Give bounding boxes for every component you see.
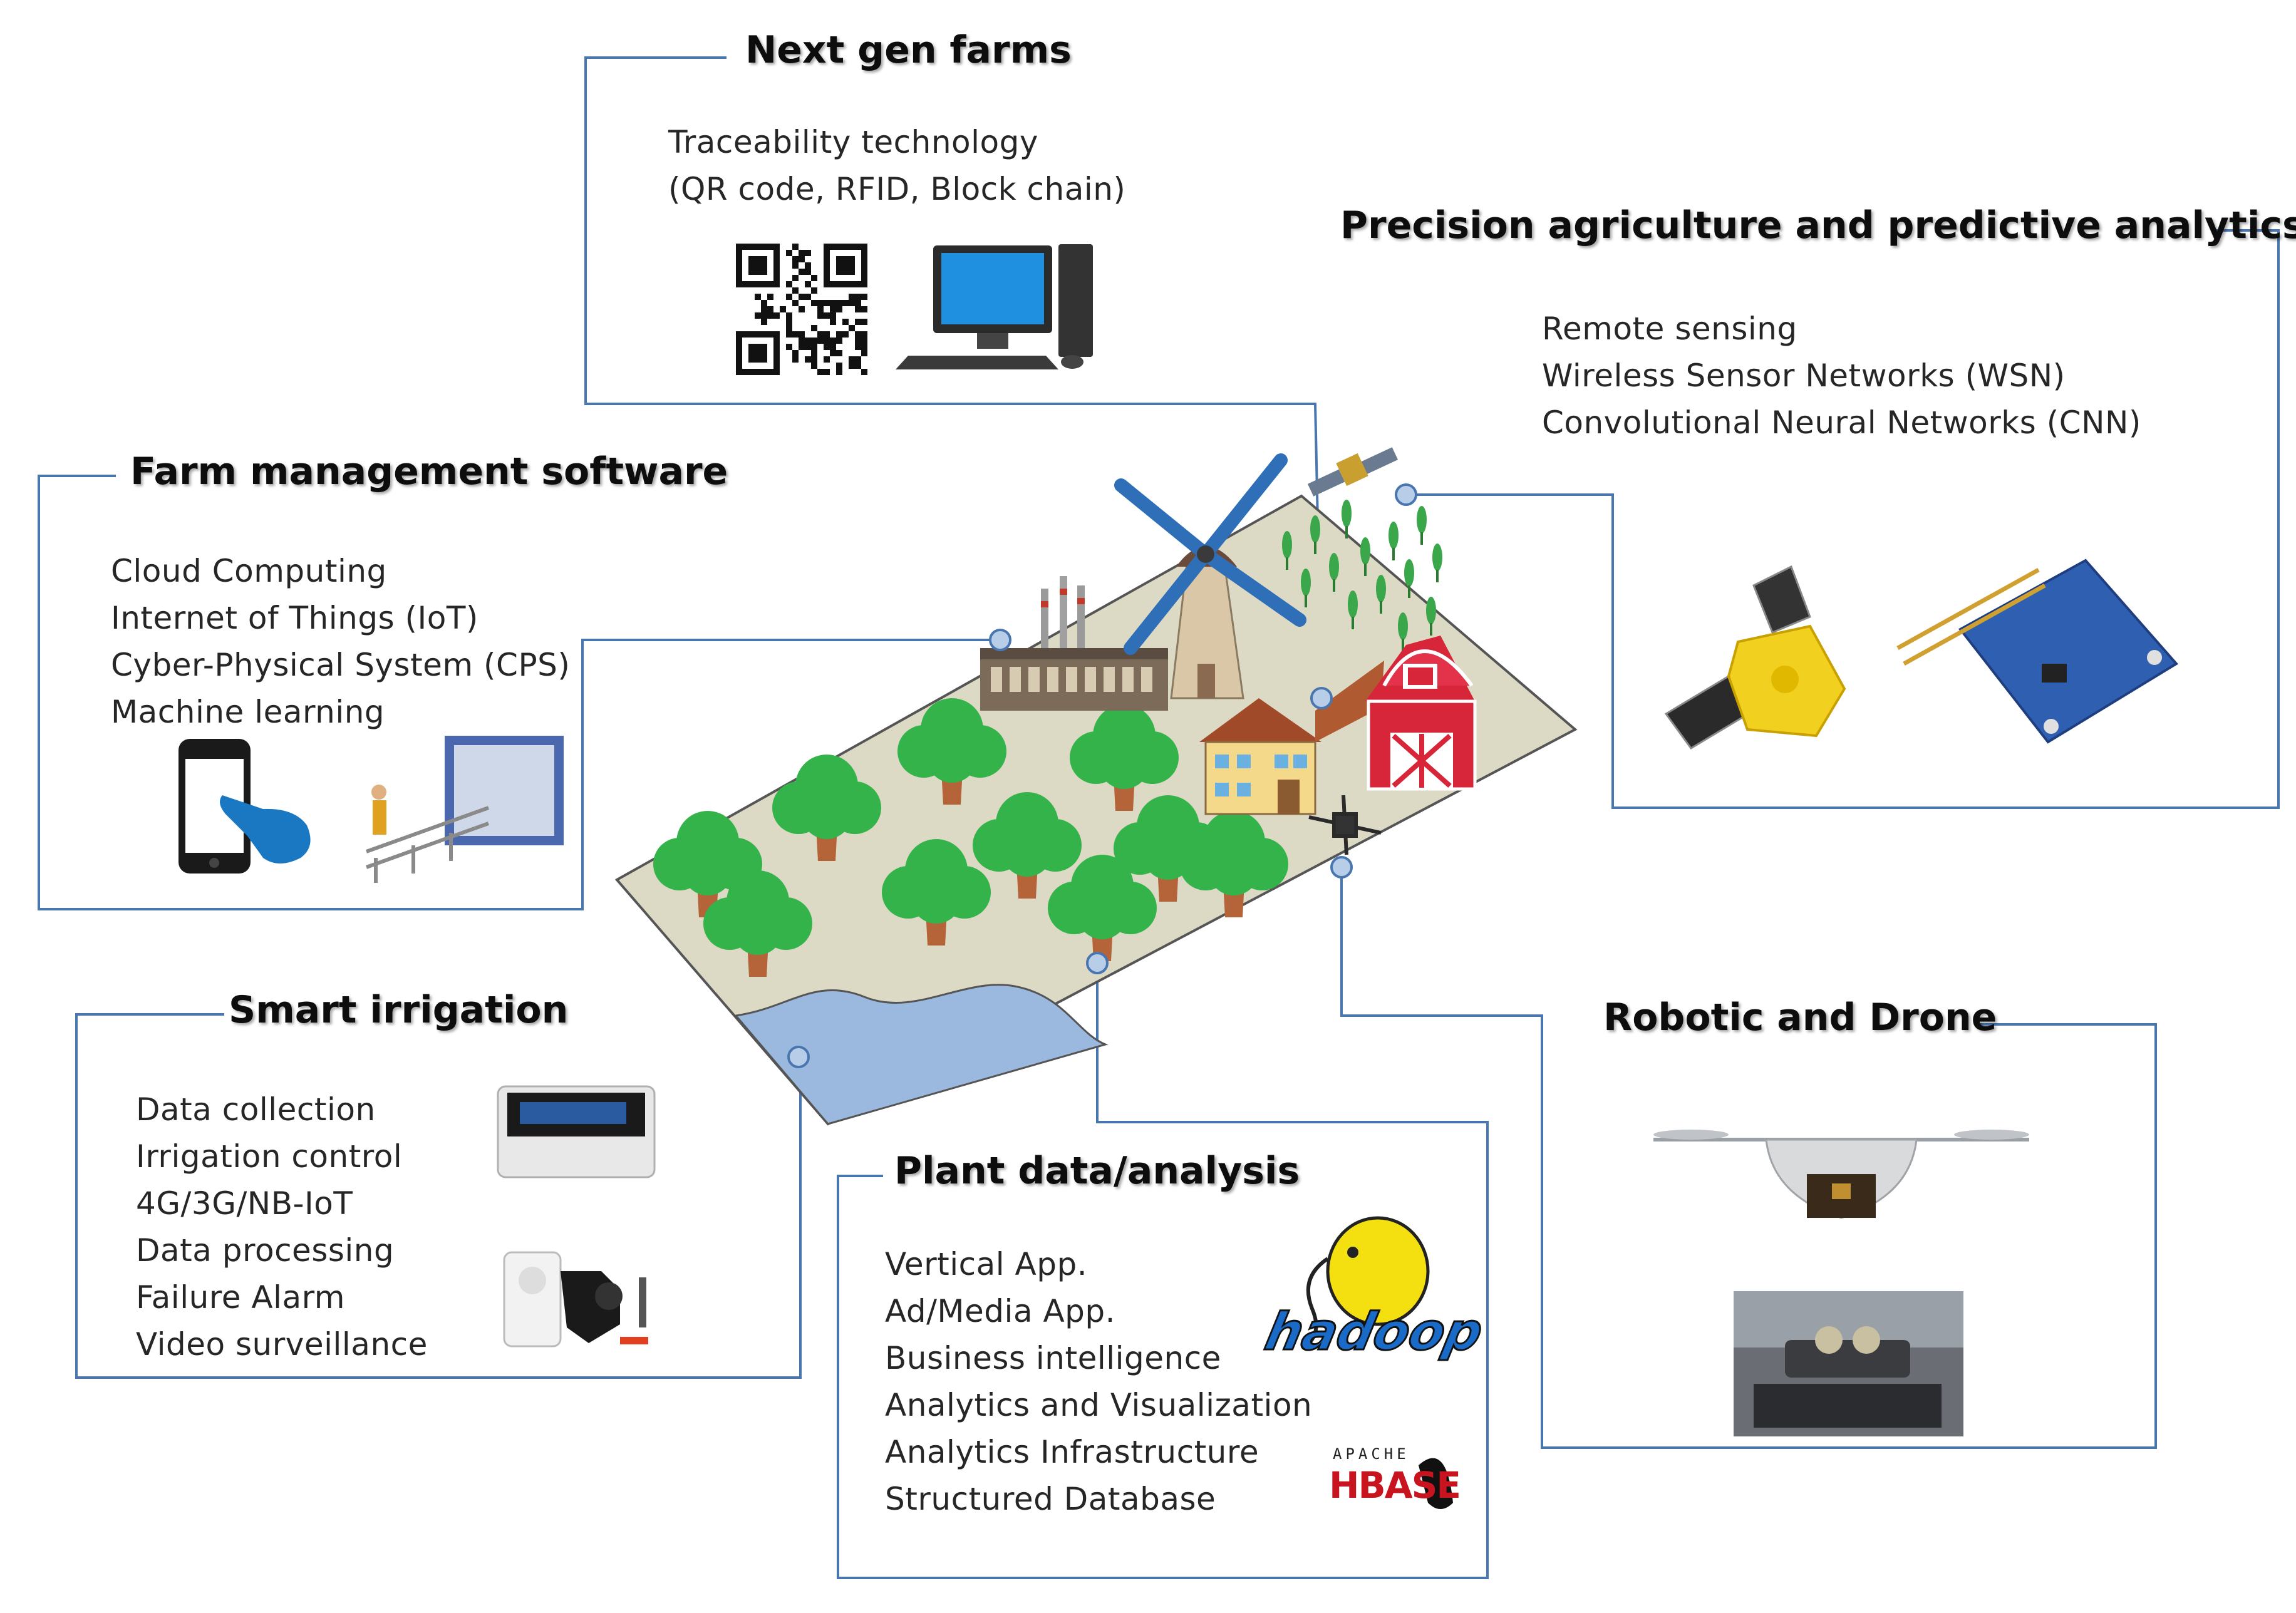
list-item: Wireless Sensor Networks (WSN) bbox=[1542, 358, 2066, 394]
tree-icon bbox=[882, 839, 991, 946]
connector-dot bbox=[1330, 856, 1353, 879]
list-item: Convolutional Neural Networks (CNN) bbox=[1542, 405, 2141, 441]
plant-data-items: Vertical App. Ad/Media App. Business int… bbox=[885, 1241, 1312, 1523]
windmill-icon bbox=[1114, 453, 1306, 699]
barn-icon bbox=[1365, 636, 1477, 791]
list-item: Data processing bbox=[136, 1232, 395, 1269]
satellite-icon bbox=[1664, 565, 1846, 750]
touch-hand-icon bbox=[220, 795, 311, 863]
crop-icon bbox=[1426, 597, 1436, 636]
connector-dot bbox=[989, 629, 1011, 651]
crop-icon bbox=[1398, 612, 1408, 651]
list-item: Video surveillance bbox=[136, 1326, 428, 1363]
tree-icon bbox=[703, 870, 812, 977]
section-title-precision-agriculture: Precision agriculture and predictive ana… bbox=[1340, 204, 2296, 247]
qr-code-icon bbox=[732, 239, 871, 378]
crop-icon bbox=[1376, 575, 1386, 614]
connector-dot bbox=[1310, 687, 1333, 709]
crop-icon bbox=[1388, 522, 1399, 560]
factory-icon bbox=[980, 576, 1168, 711]
section-title-next-gen-farms: Next gen farms bbox=[745, 28, 1072, 72]
crop-icon bbox=[1348, 590, 1358, 629]
tree-icon bbox=[772, 755, 881, 861]
crop-icon bbox=[1432, 544, 1442, 582]
list-item: Analytics Infrastructure bbox=[885, 1434, 1259, 1470]
list-item: Business intelligence bbox=[885, 1340, 1221, 1376]
list-item: Cloud Computing bbox=[111, 553, 387, 589]
small-drone-icon bbox=[1308, 795, 1382, 855]
tree-icon bbox=[1070, 704, 1179, 811]
tree-icon bbox=[897, 698, 1006, 805]
connector-dot bbox=[1395, 483, 1417, 506]
house-icon bbox=[1199, 661, 1384, 815]
production-line-icon bbox=[365, 736, 564, 883]
frame-next-gen-farms bbox=[584, 56, 1323, 699]
list-item: Remote sensing bbox=[1542, 311, 1797, 347]
section-title-smart-irrigation: Smart irrigation bbox=[229, 988, 569, 1032]
crop-icon bbox=[1417, 506, 1427, 545]
hbase-orca-icon bbox=[1419, 1458, 1453, 1509]
crop-icon bbox=[1301, 569, 1311, 607]
list-item: Traceability technology bbox=[668, 124, 1038, 160]
hadoop-logo-text: hadoop bbox=[1259, 1302, 1489, 1363]
list-item: Structured Database bbox=[885, 1481, 1216, 1517]
crops bbox=[1282, 500, 1442, 651]
crop-icon bbox=[1310, 515, 1320, 554]
farm-management-items: Cloud Computing Internet of Things (IoT)… bbox=[111, 548, 570, 736]
irrigation-controller-icon bbox=[497, 1085, 656, 1178]
delivery-drone-icon bbox=[1653, 1130, 2029, 1219]
water-pond bbox=[734, 984, 1109, 1125]
section-title-farm-management: Farm management software bbox=[130, 450, 728, 493]
drone-photo-icon bbox=[1734, 1291, 1963, 1436]
crop-icon bbox=[1342, 500, 1352, 539]
frame-plant-data bbox=[837, 963, 1489, 1579]
frame-smart-irrigation bbox=[75, 1013, 802, 1379]
precision-agriculture-items: Remote sensing Wireless Sensor Networks … bbox=[1542, 306, 2141, 446]
hbase-apache-text: APACHE bbox=[1333, 1445, 1410, 1463]
next-gen-farms-items: Traceability technology (QR code, RFID, … bbox=[668, 119, 1125, 213]
connector-dot bbox=[787, 1046, 810, 1068]
section-title-robotic-drone: Robotic and Drone bbox=[1603, 996, 1997, 1039]
desktop-computer-icon bbox=[896, 244, 1093, 369]
connector-dot bbox=[1086, 952, 1109, 974]
list-item: Cyber-Physical System (CPS) bbox=[111, 647, 571, 683]
hadoop-elephant-icon bbox=[1306, 1216, 1430, 1345]
list-item: Analytics and Visualization bbox=[885, 1387, 1313, 1423]
trees bbox=[653, 698, 1288, 977]
list-item: Machine learning bbox=[111, 694, 385, 730]
tree-icon bbox=[973, 792, 1082, 899]
list-item: Irrigation control bbox=[136, 1138, 403, 1175]
section-title-plant-data: Plant data/analysis bbox=[894, 1149, 1300, 1193]
frame-robotic-drone bbox=[1340, 867, 2157, 1449]
frame-lines bbox=[38, 56, 2280, 1579]
crop-icon bbox=[1360, 537, 1370, 576]
smartphone-icon bbox=[178, 739, 251, 873]
list-item: Vertical App. bbox=[885, 1246, 1088, 1282]
smart-plug-valve-icon bbox=[503, 1251, 648, 1348]
list-item: Data collection bbox=[136, 1091, 376, 1128]
tree-icon bbox=[1048, 855, 1157, 961]
frame-precision-agriculture bbox=[1406, 229, 2280, 809]
frame-farm-management bbox=[38, 475, 993, 910]
connector-dots bbox=[787, 483, 1417, 1068]
tree-icon bbox=[1179, 811, 1288, 917]
crop-icon bbox=[1329, 553, 1339, 592]
list-item: Ad/Media App. bbox=[885, 1293, 1116, 1329]
list-item: (QR code, RFID, Block chain) bbox=[668, 171, 1126, 207]
tree-icon bbox=[653, 811, 762, 917]
crop-icon bbox=[1404, 559, 1414, 598]
sensor-board-icon bbox=[1896, 559, 2179, 744]
hbase-logo-text: HBASE bbox=[1329, 1464, 1461, 1507]
list-item: Internet of Things (IoT) bbox=[111, 600, 478, 636]
crop-icon bbox=[1282, 531, 1292, 570]
smart-irrigation-items: Data collection Irrigation control 4G/3G… bbox=[136, 1086, 428, 1368]
list-item: Failure Alarm bbox=[136, 1279, 346, 1316]
small-satellite-icon bbox=[1307, 447, 1399, 497]
list-item: 4G/3G/NB-IoT bbox=[136, 1185, 353, 1222]
